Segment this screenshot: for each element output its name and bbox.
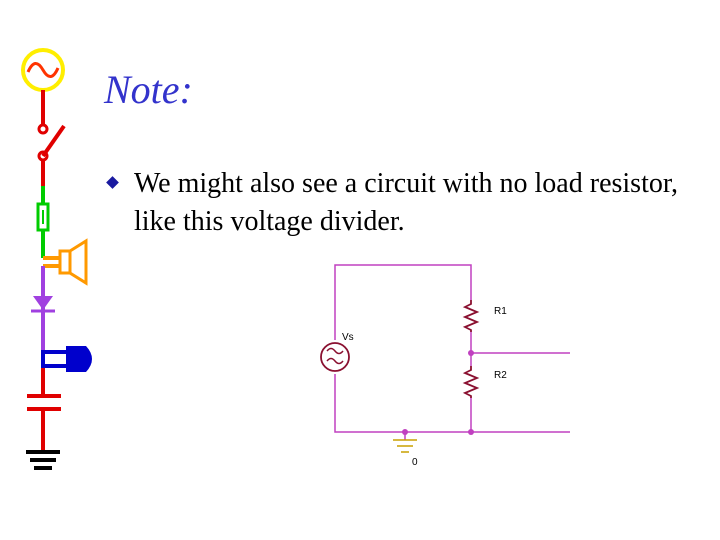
bullet-text: We might also see a circuit with no load…: [134, 168, 679, 237]
r2-label: R2: [494, 370, 507, 381]
bottom-left-wire: [334, 374, 472, 433]
diode-icon: [31, 296, 55, 313]
capacitor-icon: [27, 394, 61, 411]
r1-label: R1: [494, 306, 507, 317]
fuse-icon: [36, 202, 50, 232]
resistor-r2: [462, 366, 480, 398]
switch-icon: [37, 123, 66, 162]
top-wire: [334, 264, 472, 340]
ac-source-icon: [21, 48, 65, 92]
lamp-icon: [43, 346, 92, 372]
node-dots: [402, 350, 474, 435]
circuit-ground-icon: [393, 439, 417, 453]
ground-label: 0: [412, 457, 418, 468]
speaker-icon: [43, 238, 88, 286]
source-label: Vs: [342, 332, 354, 343]
resistor-r1: [462, 300, 480, 332]
voltage-divider-schematic: [334, 264, 570, 440]
ground-icon: [26, 450, 60, 470]
slide-title: Note:: [104, 67, 193, 112]
voltage-source-icon: [320, 342, 350, 372]
